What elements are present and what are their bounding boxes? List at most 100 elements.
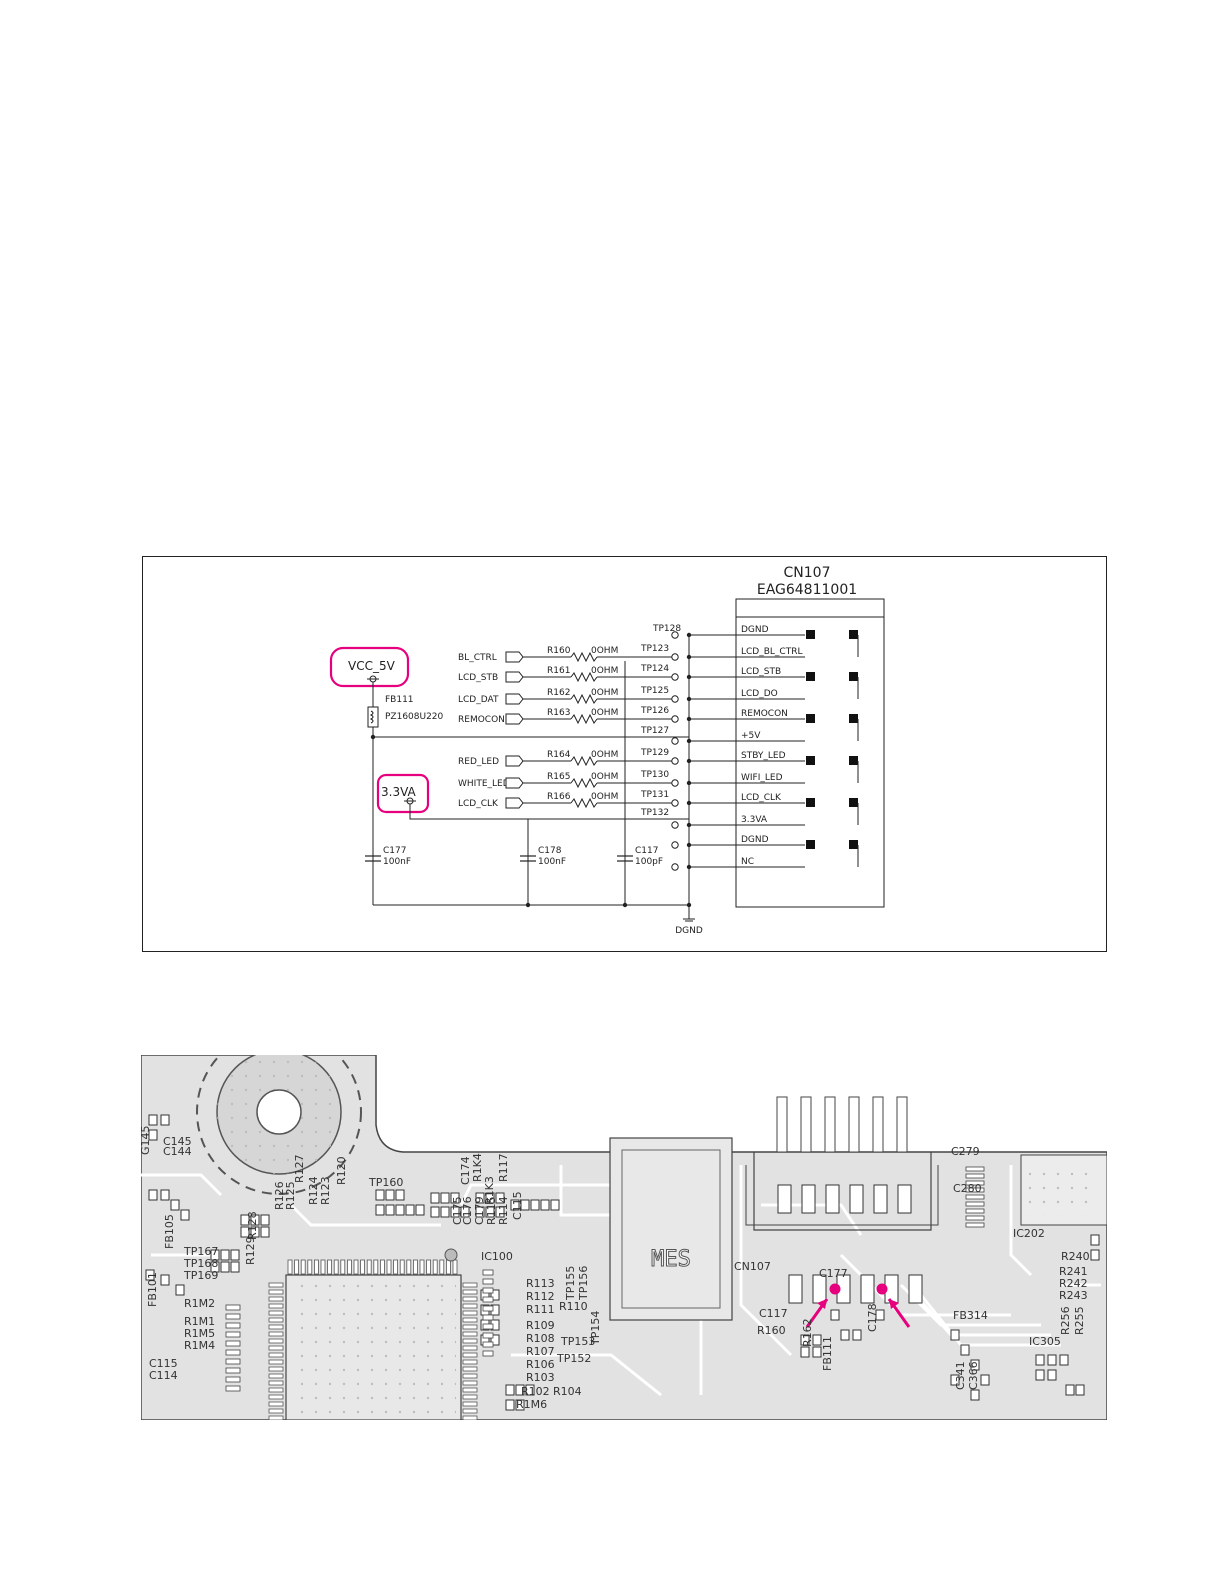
resistor-value: 0OHM — [591, 646, 618, 656]
resistor-value: 0OHM — [591, 688, 618, 698]
pcb-label-r112: R112 — [526, 1290, 555, 1303]
pcb-label-r162: R162 — [801, 1318, 814, 1347]
signal-net-label: RED_LED — [458, 757, 499, 767]
pcb-label-r128: R128 — [246, 1211, 259, 1240]
schematic-diagram: CN107 EAG64811001 DGNDLCD_BL_CTRLLCD_STB… — [329, 565, 885, 936]
port-flag-icon — [505, 651, 524, 663]
pcb-label-r1m5: R1M5 — [184, 1327, 215, 1340]
resistor-symbol — [570, 713, 598, 725]
smd-pad — [840, 1329, 850, 1341]
pcb-label-c115: C115 — [149, 1357, 178, 1370]
signal-net-label: LCD_DAT — [458, 695, 499, 705]
pcb-label-c366: C366 — [967, 1361, 980, 1390]
pcb-label-r123: R123 — [319, 1176, 332, 1205]
smd-pad — [375, 1204, 385, 1216]
smd-pad — [160, 1189, 170, 1201]
ic-pin — [462, 1324, 478, 1330]
test-point — [671, 653, 679, 661]
smd-pad — [160, 1114, 170, 1126]
smd-pad — [1035, 1369, 1045, 1381]
ferrite-coil — [369, 710, 374, 724]
connector-pin-label: LCD_DO — [741, 689, 778, 699]
ic-pin — [340, 1259, 346, 1275]
c177-value: 100nF — [383, 857, 411, 867]
port-flag-icon — [505, 671, 524, 683]
ic-pin — [462, 1408, 478, 1414]
smd-pad — [812, 1334, 822, 1346]
junction-dot — [622, 902, 628, 908]
ic-pin — [462, 1359, 478, 1365]
ic-pin — [307, 1259, 313, 1275]
connector-pin-label: DGND — [741, 835, 769, 845]
resistor-array-pad — [225, 1349, 241, 1356]
test-point — [671, 631, 679, 639]
ic-pin — [360, 1259, 366, 1275]
smd-pad — [395, 1204, 405, 1216]
pcb-label-tp169: TP169 — [183, 1269, 218, 1282]
highlight-dot-v33 — [876, 1283, 888, 1295]
connector-pad — [849, 840, 858, 849]
signal-net-label: REMOCON — [458, 715, 505, 725]
resistor-value: 0OHM — [591, 708, 618, 718]
smd-pad — [475, 1192, 485, 1204]
pcb-label-c178: C178 — [866, 1303, 879, 1332]
ic-pin — [462, 1310, 478, 1316]
resistor-symbol — [570, 651, 598, 663]
cn107-pad — [849, 1184, 864, 1214]
ic-pin — [268, 1282, 284, 1288]
ic-pin — [452, 1259, 458, 1275]
pcb-label-r114: R114 — [497, 1196, 510, 1225]
port-flag-icon — [505, 797, 524, 809]
smd-pad — [230, 1261, 240, 1273]
smd-pad — [385, 1204, 395, 1216]
smd-pad — [1090, 1249, 1100, 1261]
ic-pin — [268, 1324, 284, 1330]
resistor-array-pad — [482, 1350, 494, 1357]
resistor-ref: R164 — [547, 750, 571, 760]
signal-net-label: LCD_CLK — [458, 799, 499, 809]
cn107-pad — [801, 1184, 816, 1214]
smd-pad — [210, 1249, 220, 1261]
test-point — [671, 821, 679, 829]
ic-pin — [432, 1259, 438, 1275]
smd-pad — [1065, 1384, 1075, 1396]
tp132-label: TP132 — [640, 808, 669, 818]
connector-body — [735, 598, 885, 908]
ic-pin — [366, 1259, 372, 1275]
pcb-label-r102: R102 — [521, 1385, 550, 1398]
connector-pin-label: LCD_STB — [741, 667, 781, 677]
highlight-dot-vcc — [829, 1283, 841, 1295]
ic-pin — [462, 1352, 478, 1358]
signal-net-label: WHITE_LED — [458, 779, 510, 789]
v33-wire — [409, 804, 689, 820]
resistor-array-pad — [482, 1341, 494, 1348]
smd-pad — [1090, 1234, 1100, 1246]
smd-pad — [430, 1206, 440, 1218]
ic-pin — [320, 1259, 326, 1275]
pcb-label-r113: R113 — [526, 1277, 555, 1290]
junction-dot — [525, 902, 531, 908]
cn107-pad — [788, 1274, 803, 1304]
ic202-pin — [965, 1173, 985, 1179]
smd-pad — [1047, 1354, 1057, 1366]
resistor-ref: R160 — [547, 646, 571, 656]
ic202-pin — [965, 1187, 985, 1193]
cn107-pad — [825, 1184, 840, 1214]
resistor-array-pad — [225, 1322, 241, 1329]
smd-pad — [385, 1189, 395, 1201]
pcb-label-r120: R120 — [335, 1156, 348, 1185]
ic-pin — [462, 1366, 478, 1372]
smd-pad — [240, 1226, 250, 1238]
arrow-right-head-icon — [889, 1299, 899, 1309]
pcb-label-r104: R104 — [553, 1385, 582, 1398]
pcb-label-r240: R240 — [1061, 1250, 1090, 1263]
smd-pad — [180, 1209, 190, 1221]
test-point — [671, 841, 679, 849]
resistor-ref: R163 — [547, 708, 570, 718]
test-point-label: TP131 — [640, 790, 669, 800]
resistor-array-pad — [482, 1332, 494, 1339]
ic-pin — [439, 1259, 445, 1275]
ic-pin — [268, 1401, 284, 1407]
ic-pin — [268, 1394, 284, 1400]
